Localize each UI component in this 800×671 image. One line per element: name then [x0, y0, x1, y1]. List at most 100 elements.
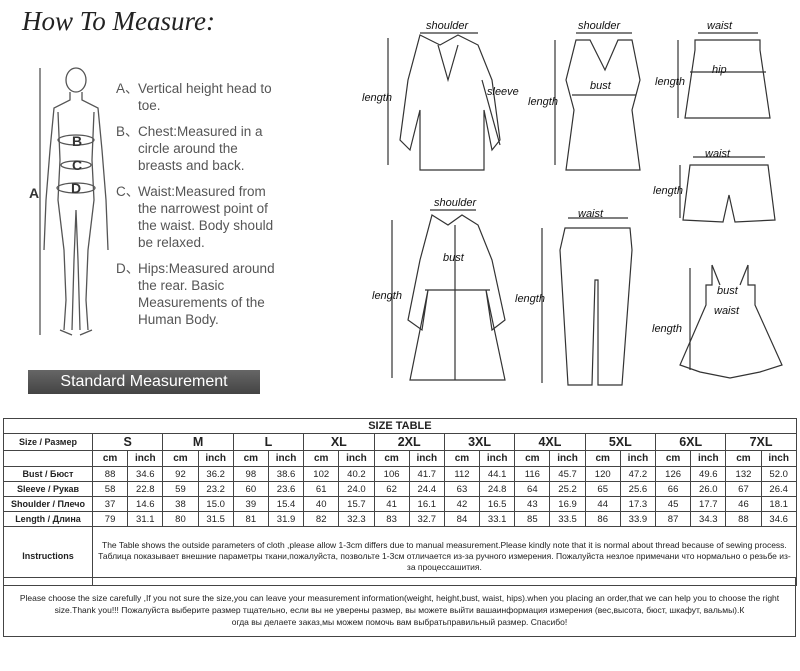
- table-cell: 58: [91, 481, 129, 497]
- table-cell: 52.0: [760, 466, 797, 482]
- unit-cm: cm: [584, 450, 621, 467]
- blouse-sleeve-label: sleeve: [487, 86, 519, 98]
- body-label-c: C: [72, 157, 82, 173]
- row-label: Sleeve / Рукав: [3, 481, 93, 497]
- table-cell: 23.6: [267, 481, 305, 497]
- notice-line-1: Please choose the size carefully ,If you…: [19, 593, 780, 603]
- row-label: Bust / Бюст: [3, 466, 93, 482]
- measurement-instructions-list: A、 Vertical height head to toe. B、 Chest…: [116, 80, 276, 337]
- measurement-illustrations: A B C D: [29, 32, 783, 386]
- table-cell: 17.7: [690, 496, 727, 512]
- unit-inch: inch: [760, 450, 797, 467]
- table-cell: 33.9: [619, 511, 657, 527]
- skirt-waist-label: waist: [707, 20, 733, 32]
- blouse-sketch: [387, 32, 501, 171]
- table-cell: 92: [162, 466, 199, 482]
- notice-line-3: огда вы делаете заказ,мы можем помочь ва…: [231, 617, 568, 627]
- unit-inch: inch: [690, 450, 727, 467]
- unit-inch: inch: [197, 450, 234, 467]
- skirt-length-label: length: [655, 76, 685, 88]
- table-cell: 85: [514, 511, 551, 527]
- standard-measurement-banner: Standard Measurement: [28, 370, 260, 394]
- coat-sketch: [391, 209, 506, 381]
- measure-item-letter: D、: [116, 261, 140, 276]
- table-cell: 116: [514, 466, 551, 482]
- table-cell: 88: [91, 466, 129, 482]
- table-cell: 63: [443, 481, 481, 497]
- table-cell: 40.2: [338, 466, 375, 482]
- measure-item-letter: C、: [116, 184, 140, 199]
- table-cell: 126: [654, 466, 692, 482]
- dress-length-label: length: [652, 323, 682, 335]
- table-cell: 15.0: [197, 496, 234, 512]
- table-cell: 120: [584, 466, 621, 482]
- table-cell: 81: [232, 511, 269, 527]
- size-m: M: [162, 433, 234, 451]
- table-cell: 59: [162, 481, 199, 497]
- table-cell: 18.1: [760, 496, 797, 512]
- size-l: L: [232, 433, 305, 451]
- blouse-shoulder-label: shoulder: [426, 20, 469, 32]
- measure-item-text: Chest:Measured in a circle around the br…: [138, 124, 263, 173]
- size-table-title: SIZE TABLE: [3, 418, 797, 434]
- measure-item-text: Vertical height head to toe.: [138, 81, 272, 113]
- unit-cm: cm: [373, 450, 410, 467]
- table-cell: 32.3: [338, 511, 375, 527]
- table-cell: 23.2: [197, 481, 234, 497]
- table-cell: 82: [303, 511, 340, 527]
- table-cell: 16.5: [479, 496, 516, 512]
- unit-inch: inch: [479, 450, 516, 467]
- table-cell: 37: [91, 496, 129, 512]
- table-cell: 41.7: [408, 466, 445, 482]
- page-title: How To Measure:: [22, 6, 216, 36]
- table-cell: 33.1: [479, 511, 516, 527]
- unit-inch: inch: [338, 450, 375, 467]
- table-cell: 112: [443, 466, 481, 482]
- blouse-length-label: length: [362, 92, 392, 104]
- unit-cm: cm: [514, 450, 551, 467]
- body-label-a: A: [29, 185, 39, 201]
- table-cell: 45: [654, 496, 692, 512]
- table-cell: 102: [303, 466, 340, 482]
- table-cell: 66: [654, 481, 692, 497]
- skirt-hip-label: hip: [712, 64, 727, 76]
- unit-cm: cm: [303, 450, 340, 467]
- row-label: Shoulder / Плечо: [3, 496, 93, 512]
- table-cell: 64: [514, 481, 551, 497]
- dress-bust-label: bust: [717, 285, 738, 297]
- dress-waist-label: waist: [714, 305, 740, 317]
- vest-length-label: length: [528, 96, 558, 108]
- table-cell: 80: [162, 511, 199, 527]
- measure-item-text: Waist:Measured from the narrowest point …: [138, 184, 274, 250]
- table-cell: 62: [373, 481, 410, 497]
- body-label-d: D: [71, 180, 81, 196]
- shorts-length-label: length: [653, 185, 683, 197]
- measure-item-c: C、 Waist:Measured from the narrowest poi…: [116, 183, 276, 251]
- vest-top-sketch: [554, 32, 641, 171]
- table-cell: 47.2: [619, 466, 657, 482]
- table-cell: 38: [162, 496, 199, 512]
- table-cell: 36.2: [197, 466, 234, 482]
- table-cell: 83: [373, 511, 410, 527]
- unit-inch: inch: [408, 450, 445, 467]
- table-cell: 31.1: [127, 511, 164, 527]
- unit-inch: inch: [549, 450, 586, 467]
- size-table: SIZE TABLE Size / Размер S M L XL 2XL 3X…: [3, 418, 797, 586]
- shorts-waist-label: waist: [705, 148, 731, 160]
- measure-item-letter: B、: [116, 124, 139, 139]
- table-cell: 44.1: [479, 466, 516, 482]
- table-cell: 26.0: [690, 481, 727, 497]
- skirt-sketch: [677, 32, 771, 119]
- measure-item-d: D、 Hips:Measured around the rear. Basic …: [116, 260, 276, 328]
- table-cell: 41: [373, 496, 410, 512]
- table-cell: 25.2: [549, 481, 586, 497]
- unit-cm: cm: [232, 450, 269, 467]
- table-cell: 14.6: [127, 496, 164, 512]
- table-cell: 31.9: [267, 511, 305, 527]
- table-cell: 88: [725, 511, 762, 527]
- table-cell: 42: [443, 496, 481, 512]
